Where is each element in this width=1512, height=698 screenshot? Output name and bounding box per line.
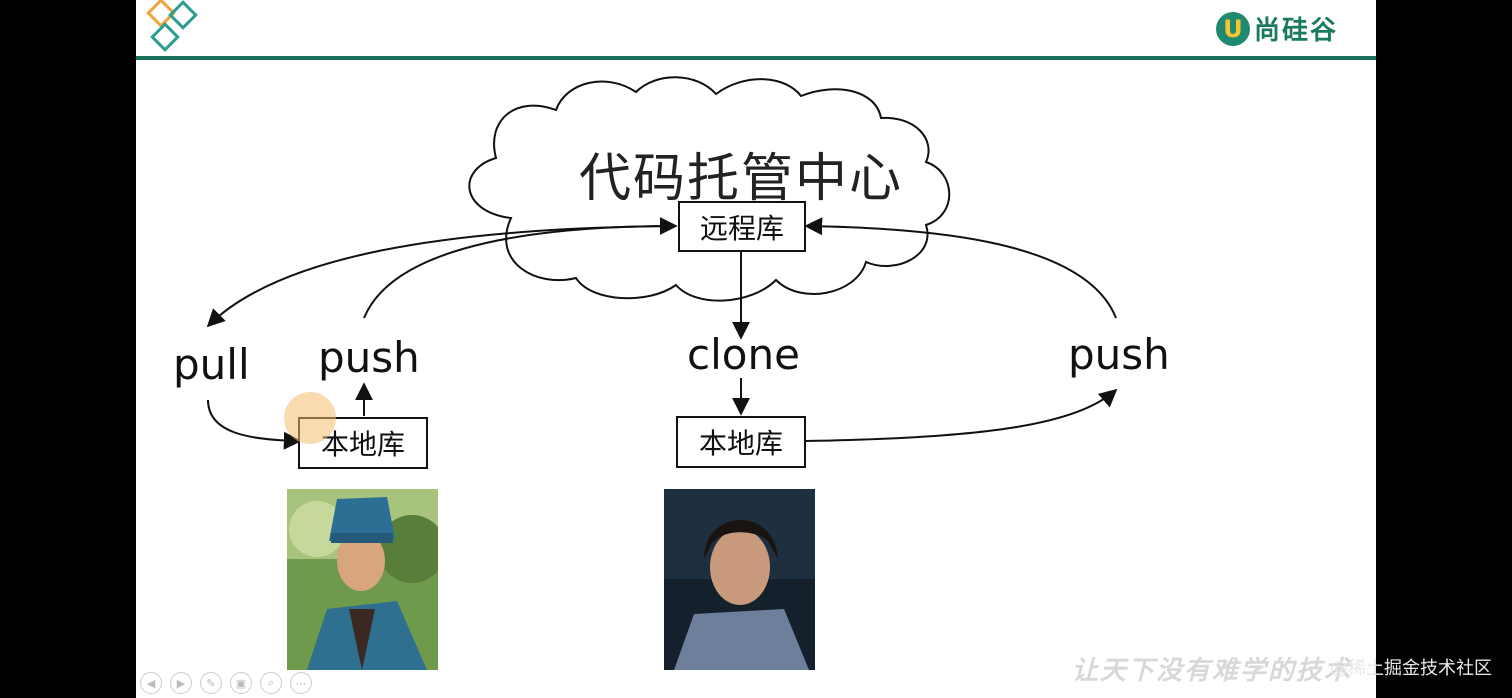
right-person-photo [664, 489, 815, 670]
right-local-repo-box: 本地库 [676, 416, 806, 468]
pull-to-local-arrow [207, 399, 302, 450]
cloud-title: 代码托管中心 [578, 149, 903, 209]
push-right-label: push [1068, 330, 1170, 379]
cursor-highlight [284, 392, 336, 444]
git-flow-diagram [206, 76, 1118, 450]
zoom-icon[interactable]: ⌕ [260, 672, 282, 694]
brand-u-icon: U [1216, 11, 1250, 46]
left-person-photo [287, 489, 438, 670]
copy-icon[interactable]: ▣ [230, 672, 252, 694]
slide: U 尚硅谷 代码托管中心 远程库 本地库 本地库 pull push clone… [136, 0, 1376, 698]
cloud-shape [468, 76, 951, 302]
push-left-arrow [363, 217, 678, 319]
clone-label: clone [687, 330, 800, 379]
pull-label: pull [173, 340, 250, 389]
site-watermark: @稀土掘金技术社区 [1330, 658, 1492, 679]
remote-repo-box: 远程库 [678, 201, 806, 252]
slogan-watermark: 让天下没有难学的技术 [1072, 656, 1353, 686]
arrow-left-icon[interactable]: ◀ [140, 672, 162, 694]
brand-name: 尚硅谷 [1254, 16, 1339, 46]
pen-icon[interactable]: ✎ [200, 672, 222, 694]
diamond-logo-icon [146, 0, 198, 52]
push-right-arrow [804, 217, 1117, 319]
slide-nav-toolbar: ◀ ▶ ✎ ▣ ⌕ ⋯ [140, 672, 312, 694]
arrow-right-icon[interactable]: ▶ [170, 672, 192, 694]
more-icon[interactable]: ⋯ [290, 672, 312, 694]
local-to-push-right-arrow [805, 388, 1118, 442]
brand-logo: U 尚硅谷 [1216, 10, 1338, 47]
push-left-label: push [318, 333, 420, 382]
header-rule [136, 56, 1376, 60]
